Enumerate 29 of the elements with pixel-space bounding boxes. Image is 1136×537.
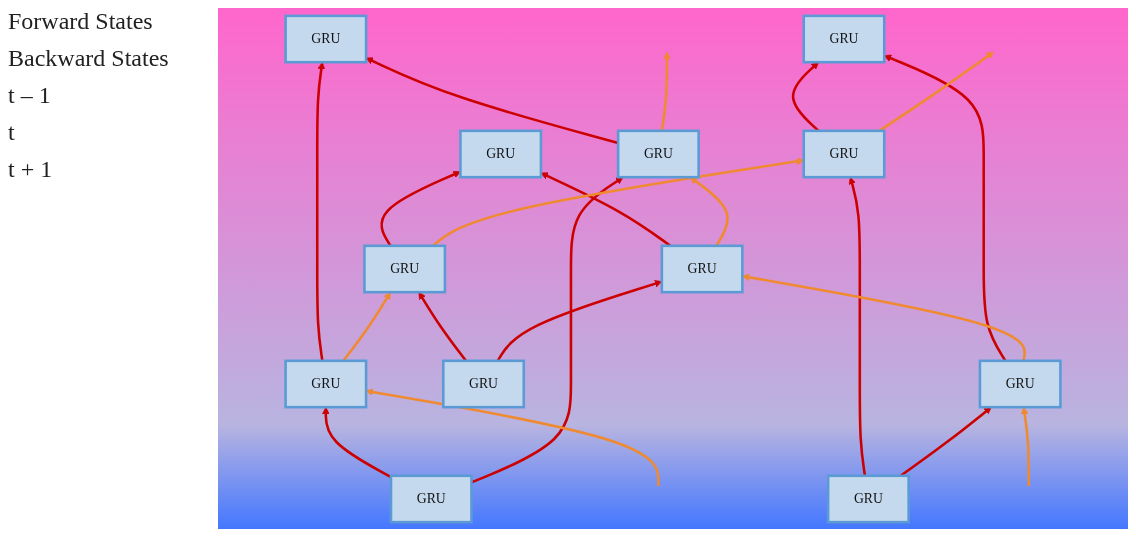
arrow	[878, 51, 994, 132]
arrow	[365, 56, 619, 144]
node-box	[802, 14, 886, 63]
arrow	[471, 176, 624, 484]
arrow	[848, 176, 867, 476]
node-box	[616, 129, 700, 178]
axis-label: t – 1	[8, 82, 52, 109]
axis-label: t	[8, 119, 16, 146]
axis-label: Backward States	[8, 45, 170, 72]
arrow	[322, 406, 392, 478]
node-box	[284, 359, 368, 408]
axis-label: t + 1	[8, 156, 54, 183]
arrow	[742, 273, 1026, 361]
arrow	[689, 176, 729, 246]
node-box	[660, 244, 744, 293]
node-box	[442, 359, 526, 408]
arrow	[1020, 406, 1031, 486]
node-box	[826, 474, 910, 523]
node-box	[978, 359, 1062, 408]
node-box	[363, 244, 447, 293]
node-box	[389, 474, 473, 523]
diagram: GRU GRU GRU GRU GRU GRU GRU GRU GRU GRU GRU GRU	[218, 8, 1128, 529]
node-box	[802, 129, 886, 178]
axis-label: Forward States	[8, 8, 154, 35]
arrow	[380, 170, 461, 246]
arrow	[660, 51, 671, 131]
node-box	[459, 129, 543, 178]
arrow	[315, 61, 326, 361]
node-box	[284, 14, 368, 63]
